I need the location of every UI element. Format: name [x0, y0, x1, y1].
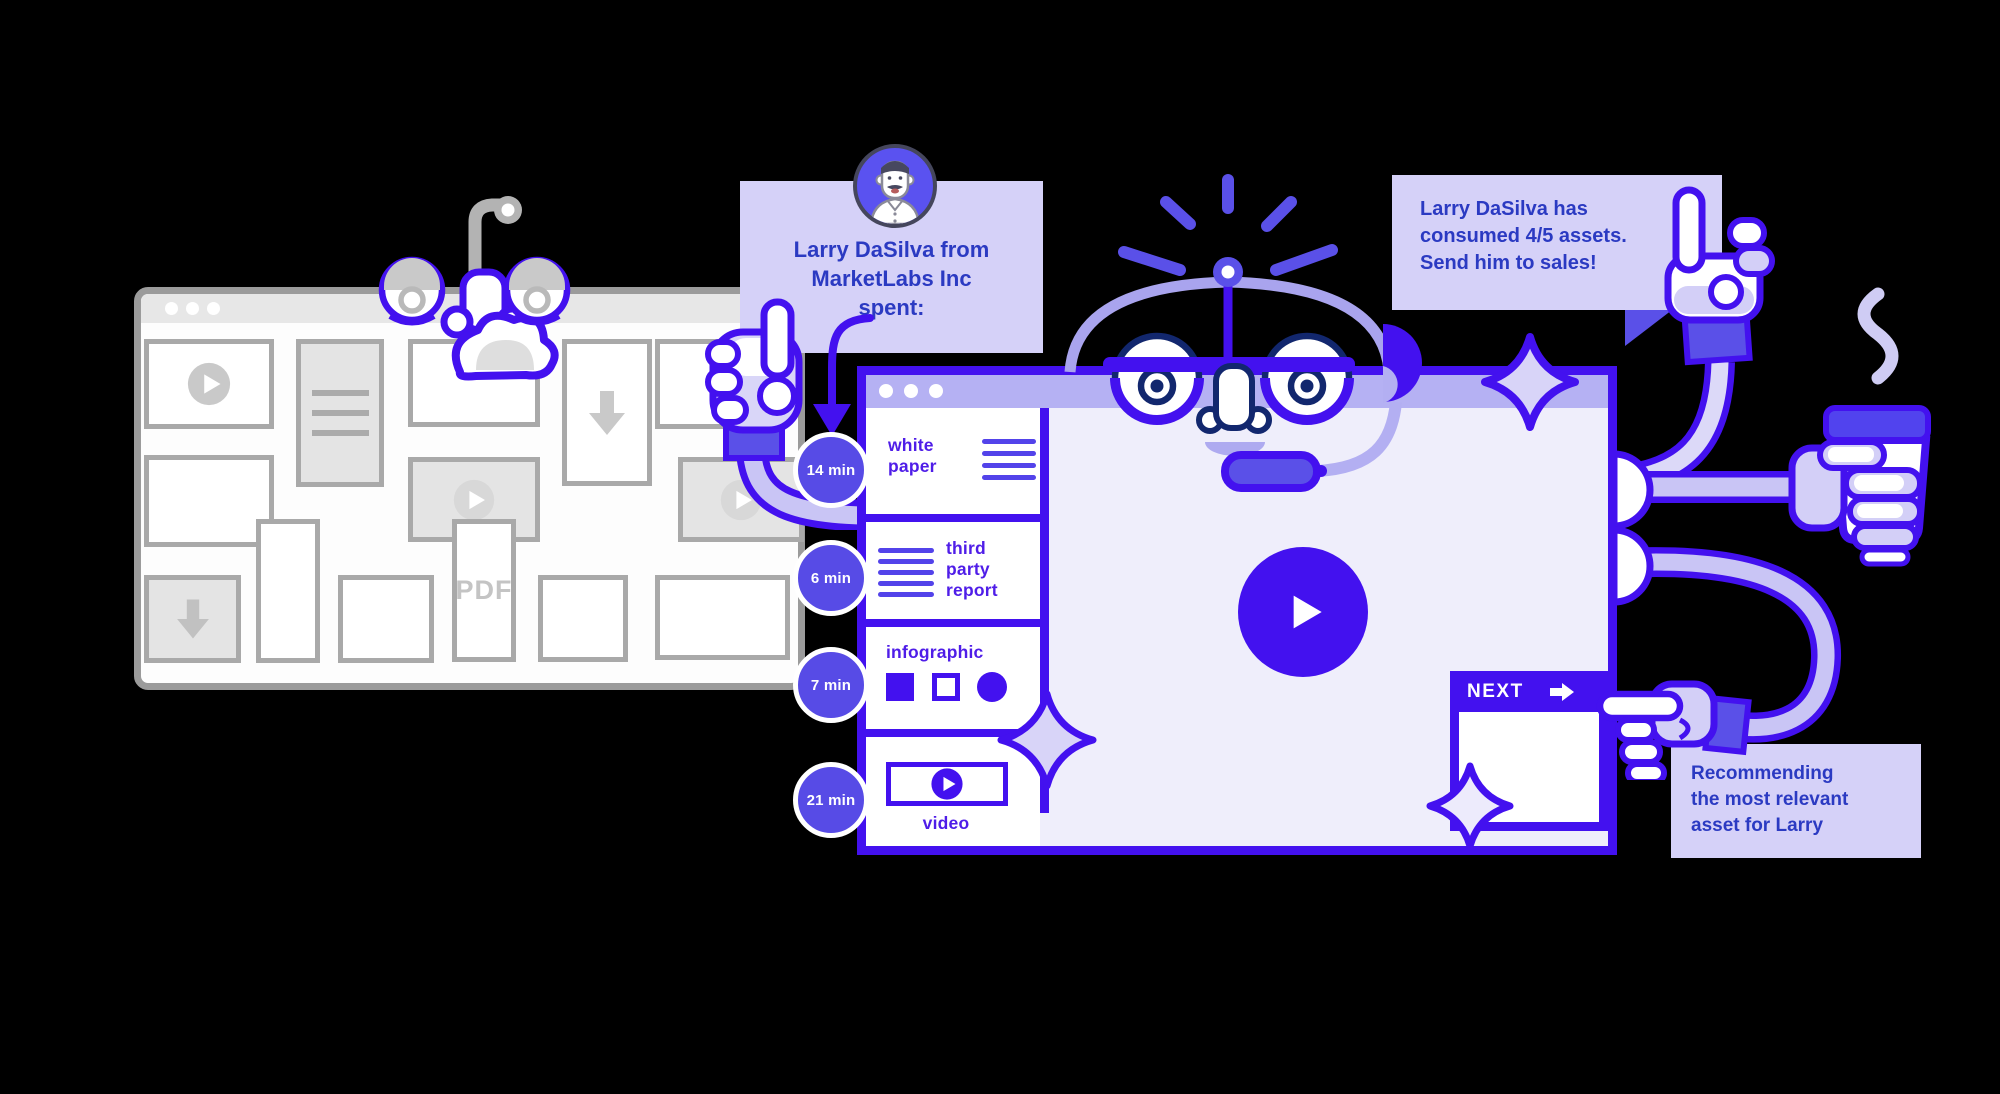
asset-label: white paper [888, 435, 937, 476]
bubble-line: Recommending [1691, 763, 1834, 784]
gray-tile-text [296, 339, 384, 487]
text-lines-icon [982, 439, 1036, 480]
sidebar-item-white-paper[interactable]: white paper [866, 408, 1040, 522]
robot-nose [1213, 363, 1255, 431]
sidebar-item-video[interactable]: video [866, 737, 1040, 846]
bubble-line: Larry DaSilva from [793, 237, 990, 262]
window-dot-icon [207, 302, 220, 315]
square-outline-icon [932, 673, 960, 701]
pointer-arrow-icon [813, 314, 874, 436]
gray-tile-pdf: PDF [452, 519, 516, 662]
index-finger [760, 298, 795, 380]
robot-eye-icon [503, 256, 571, 326]
time-badge: 14 min [793, 432, 869, 508]
gray-tile-blank [538, 575, 628, 662]
window-dot-icon [904, 384, 918, 398]
window-dot-icon [929, 384, 943, 398]
gray-tile-blank [338, 575, 434, 663]
antenna-pole [468, 198, 507, 342]
robot-hand-pointing-up [1664, 186, 1775, 366]
gray-tile-blank [144, 455, 274, 547]
index-finger [1596, 690, 1684, 722]
robot-eye-icon [378, 256, 446, 326]
peeking-robot-character [378, 196, 571, 381]
circle-filled-icon [977, 672, 1007, 702]
gray-tile-blank [256, 519, 320, 663]
arm-socket [1610, 450, 1654, 530]
man-portrait-icon [869, 160, 921, 224]
square-filled-icon [886, 673, 914, 701]
play-icon [187, 362, 231, 406]
sparkle-icon [997, 690, 1097, 790]
text-lines-icon [311, 390, 369, 436]
robot-eye-icon [1110, 332, 1204, 425]
bubble-tail-icon [1625, 310, 1672, 346]
window-dot-icon [879, 384, 893, 398]
time-badge: 6 min [793, 540, 869, 616]
play-icon [1293, 595, 1322, 629]
sidebar-item-infographic[interactable]: infographic [866, 627, 1040, 737]
sidebar-item-third-party-report[interactable]: third party report [866, 522, 1040, 627]
bubble-line: the most relevant [1691, 789, 1849, 810]
index-finger [1672, 186, 1706, 274]
robot-eye-icon [1260, 332, 1354, 425]
steam-icon [1857, 287, 1899, 385]
arm-socket [1610, 526, 1654, 606]
gray-tile-download [562, 339, 652, 486]
gray-tile-download [144, 575, 241, 663]
text-lines-icon [878, 548, 934, 597]
bubble-line: asset for Larry [1691, 815, 1824, 836]
robot-arms-group [1596, 186, 1931, 780]
download-arrow-icon [589, 390, 625, 435]
next-label: NEXT [1467, 680, 1524, 702]
next-button[interactable]: NEXT [1450, 671, 1608, 712]
window-dot-icon [186, 302, 199, 315]
robot-hand-pointing-up [705, 298, 890, 530]
robot-face-character [1064, 174, 1422, 492]
bubble-line: MarketLabs Inc [811, 266, 972, 291]
headset-band [1316, 401, 1402, 477]
play-button[interactable] [1238, 547, 1368, 677]
download-arrow-icon [176, 599, 209, 639]
bubble-line: Send him to sales! [1420, 252, 1597, 274]
time-badge: 21 min [793, 762, 869, 838]
time-badge: 7 min [793, 647, 869, 723]
arm-tube [1619, 361, 1842, 743]
robot-hand-holding-coffee [1788, 287, 1931, 567]
asset-label: third party report [946, 538, 998, 600]
cup-lid [1823, 405, 1931, 443]
asset-sidebar: white paper third party report infograph… [866, 408, 1049, 846]
video-thumbnail [886, 762, 1008, 806]
play-icon [453, 479, 495, 520]
speech-bubble-recommend: Recommending the most relevant asset for… [1671, 744, 1921, 858]
gray-tile-video [144, 339, 274, 429]
window-dot-icon [165, 302, 178, 315]
pdf-label: PDF [455, 575, 513, 605]
bubble-line: Larry DaSilva has [1420, 198, 1588, 220]
burst-rays-icon [1118, 174, 1338, 276]
sparkle-icon [1481, 333, 1579, 431]
robot-hand-pointing-left [1596, 680, 1752, 780]
asset-label: infographic [886, 642, 984, 662]
bubble-line: consumed 4/5 assets. [1420, 225, 1627, 247]
arrow-right-icon [1549, 682, 1574, 701]
asset-label: video [922, 813, 970, 833]
gray-tile-blank [655, 575, 790, 660]
microphone-icon [1221, 451, 1321, 492]
play-icon [931, 768, 963, 800]
avatar [853, 144, 937, 228]
sparkle-icon [1426, 762, 1514, 850]
